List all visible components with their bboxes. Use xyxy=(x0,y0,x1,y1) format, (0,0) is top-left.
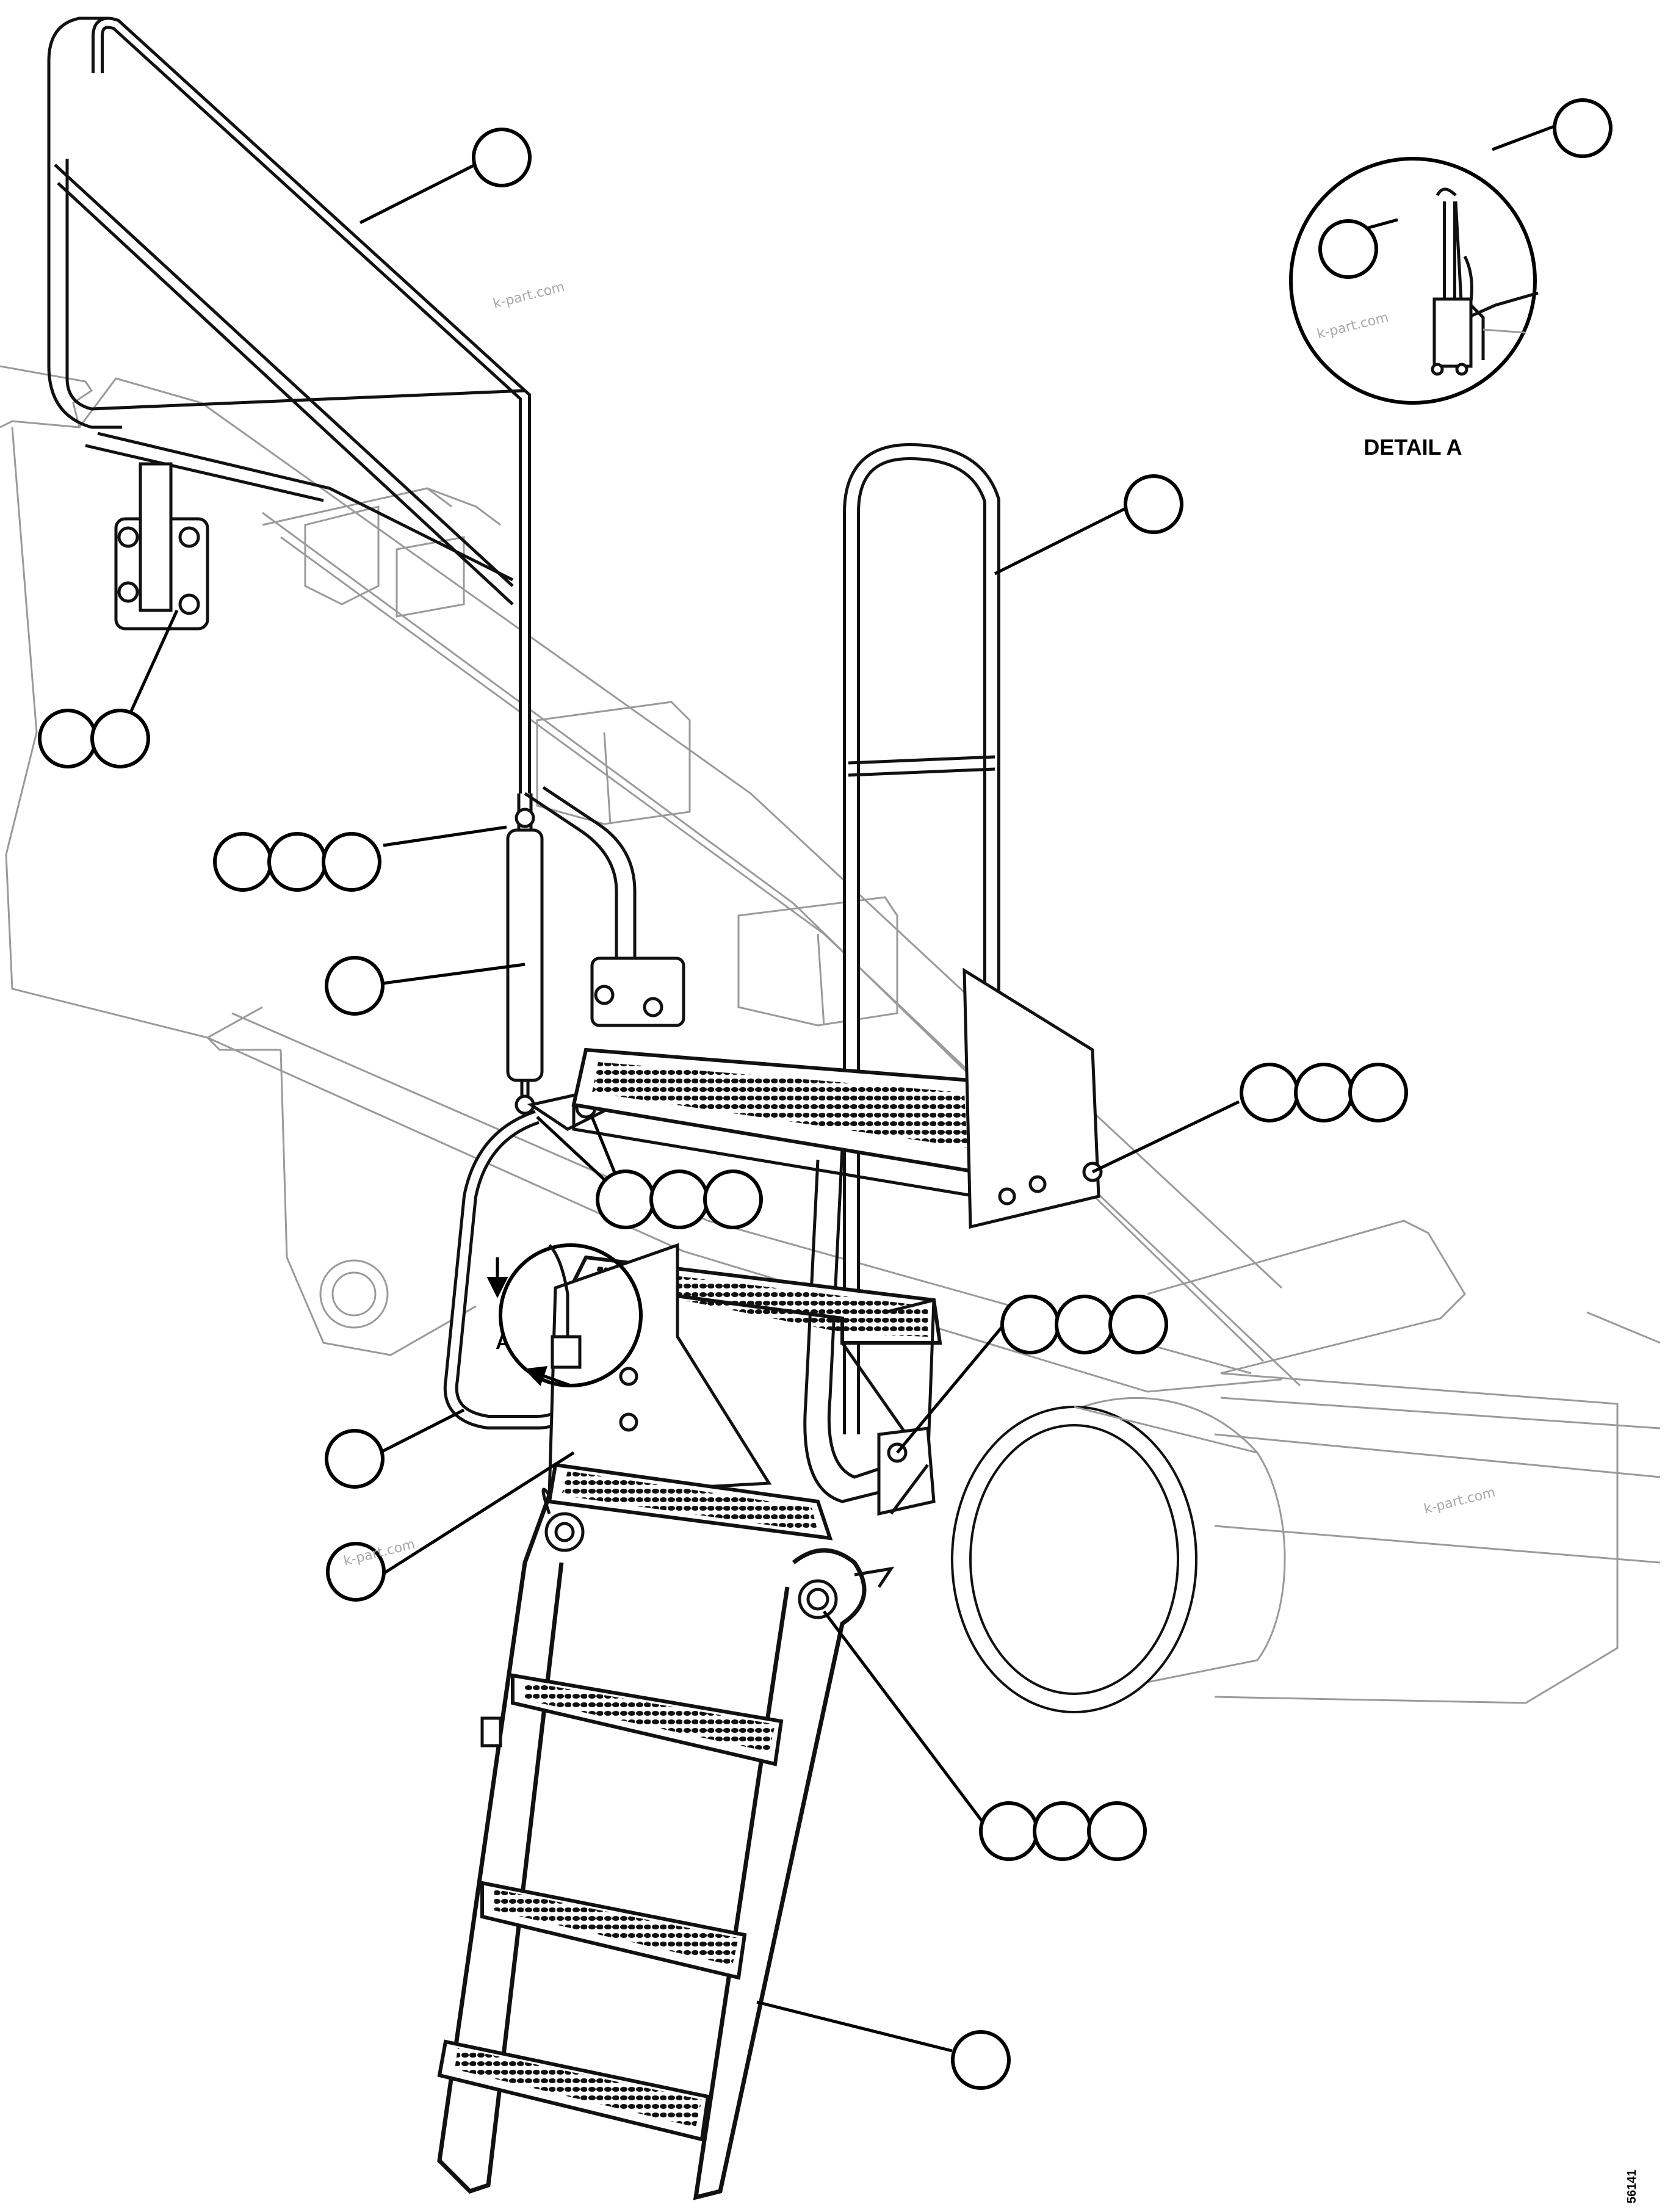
watermark-3: k-part.com xyxy=(1422,1485,1497,1517)
callout-stair-ladder xyxy=(951,2030,1011,2090)
callout-leaders xyxy=(129,120,1566,2053)
detail-a-inset xyxy=(1289,157,1539,405)
callout-handrail-right xyxy=(1124,474,1183,534)
callout-rail-bracket-group xyxy=(1000,1295,1168,1354)
watermark-1: k-part.com xyxy=(491,280,566,312)
callout-bubbles xyxy=(38,98,1613,2090)
right-handrail xyxy=(803,443,1000,1503)
callout-side-plate-group xyxy=(1240,1063,1408,1122)
callout-gas-strut xyxy=(325,956,385,1016)
callout-detail-chain xyxy=(1553,98,1613,158)
detail-a-title: DETAIL A xyxy=(1363,435,1462,460)
upper-platform xyxy=(547,967,1103,1541)
drawing-number: 56141 xyxy=(1625,2169,1639,2203)
callout-detail-pin xyxy=(1318,219,1378,279)
view-marker-label: A xyxy=(496,1331,511,1354)
detail-a-locator: A xyxy=(486,1243,643,1387)
top-handrail xyxy=(47,16,685,1027)
callout-strut-lower-group xyxy=(596,1169,763,1229)
callout-strut-upper-group xyxy=(213,832,381,892)
callout-handrail-top xyxy=(472,128,532,187)
callout-swing-gate xyxy=(325,1429,385,1489)
cross-tube xyxy=(951,1397,1286,1713)
machine-frame-background xyxy=(0,365,1661,1704)
gas-strut xyxy=(506,793,544,1115)
callout-stringer-plate xyxy=(326,1542,386,1602)
callout-bracket-bolts-group xyxy=(38,709,150,768)
callout-pivot-bolt-group xyxy=(979,1801,1147,1861)
stair-ladder xyxy=(437,1487,895,2200)
